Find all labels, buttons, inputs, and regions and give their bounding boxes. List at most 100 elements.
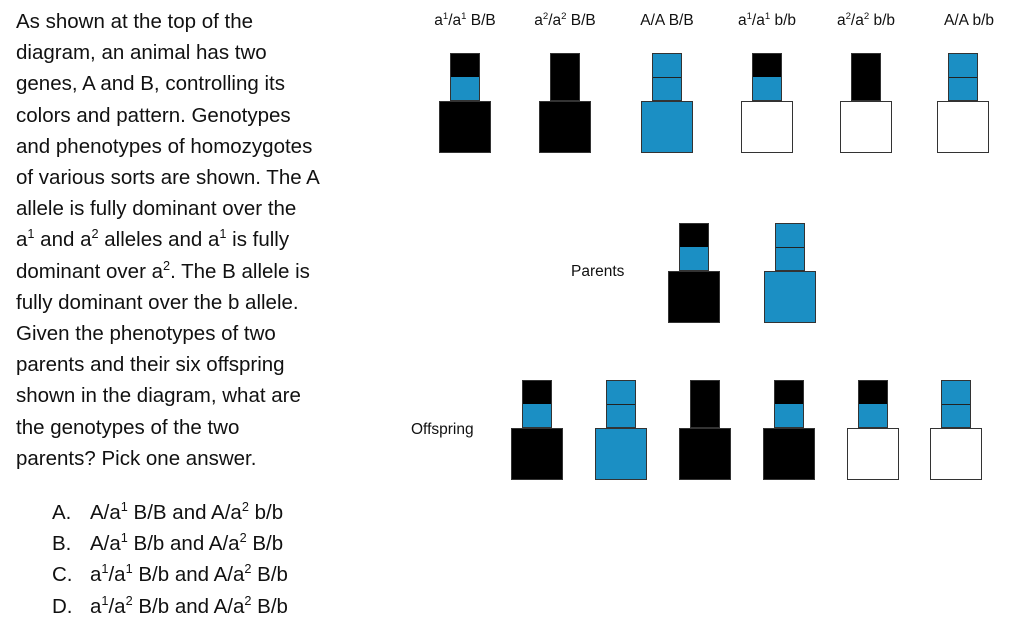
animal-body (668, 271, 720, 323)
offspring-animal (930, 380, 982, 482)
genotype-animal (840, 53, 892, 155)
question-line: parents? Pick one answer. (16, 446, 257, 470)
genotype-label: a2/a2 B/B (534, 10, 596, 29)
animal-body (763, 428, 815, 480)
animal-head (652, 53, 682, 101)
animal-head (522, 380, 552, 428)
head-bottom (451, 77, 479, 100)
head-bottom (775, 404, 803, 427)
head-top (852, 54, 880, 77)
animal-body (840, 101, 892, 153)
head-bottom (691, 404, 719, 427)
question-line: shown in the diagram, what are (16, 384, 301, 408)
head-bottom (653, 77, 681, 100)
answer-letter: C. (52, 563, 73, 587)
genotype-animal (741, 53, 793, 155)
offspring-animal (595, 380, 647, 482)
animal-body (937, 101, 989, 153)
genotype-label: A/A B/B (640, 12, 694, 29)
question-line: the genotypes of the two (16, 415, 240, 439)
animal-head (858, 380, 888, 428)
answer-option-b[interactable]: B. A/a1 B/b and A/a2 B/b (52, 528, 288, 559)
parent-animal (668, 223, 720, 325)
genotype-label: a2/a2 b/b (836, 10, 896, 29)
answer-option-c[interactable]: C. a1/a1 B/b and A/a2 B/b (52, 559, 288, 590)
question-line: of various sorts are shown. The A (16, 166, 320, 190)
animal-body (641, 101, 693, 153)
answer-letter: A. (52, 501, 72, 524)
question-line: fully dominant over the b allele. (16, 290, 299, 314)
head-top (949, 54, 977, 77)
offspring-animal (679, 380, 731, 482)
question-line: parents and their six offspring (16, 353, 285, 377)
head-top (680, 224, 708, 247)
question-line: As shown at the top of the (16, 10, 254, 33)
head-bottom (680, 247, 708, 270)
answer-text: a1/a1 B/b and A/a2 B/b (90, 561, 288, 587)
question-line: allele is fully dominant over the (16, 197, 297, 221)
question-line: genes, A and B, controlling its (16, 72, 285, 96)
genotype-animal (937, 53, 989, 155)
head-top (653, 54, 681, 77)
genotype-animal (439, 53, 491, 155)
answer-letter: D. (52, 594, 73, 618)
animal-head (679, 223, 709, 271)
head-bottom (523, 404, 551, 427)
question-line: Given the phenotypes of two (16, 322, 276, 346)
question-line: dominant over a2. The B allele is (16, 257, 310, 283)
genotype-animal (539, 53, 591, 155)
answer-text: a1/a2 B/b and A/a2 B/b (90, 592, 288, 618)
animal-body (764, 271, 816, 323)
question-line: diagram, an animal has two (16, 41, 267, 65)
animal-body (679, 428, 731, 480)
animal-head (752, 53, 782, 101)
animal-head (948, 53, 978, 101)
head-bottom (852, 77, 880, 100)
answer-list: A. A/a1 B/B and A/a2 b/b B. A/a1 B/b and… (52, 497, 288, 622)
genotype-label: a1/a1 b/b (737, 10, 797, 29)
animal-head (851, 53, 881, 101)
animal-body (847, 428, 899, 480)
answer-option-d[interactable]: D. a1/a2 B/b and A/a2 B/b (52, 591, 288, 622)
head-top (523, 381, 551, 404)
animal-body (595, 428, 647, 480)
animal-body (930, 428, 982, 480)
question-line: a1 and a2 alleles and a1 is fully (16, 226, 290, 252)
animal-head (775, 223, 805, 271)
genotype-animal (641, 53, 693, 155)
genotype-label: A/A b/b (944, 12, 994, 29)
offspring-animal (511, 380, 563, 482)
parent-animal (764, 223, 816, 325)
animal-body (741, 101, 793, 153)
head-top (607, 381, 635, 404)
offspring-animal (763, 380, 815, 482)
head-top (753, 54, 781, 77)
offspring-label: Offspring (411, 421, 474, 438)
answer-letter: B. (52, 532, 72, 556)
question-text: As shown at the top of the diagram, an a… (16, 6, 376, 474)
question-line: and phenotypes of homozygotes (16, 134, 313, 158)
animal-body (439, 101, 491, 153)
head-bottom (949, 77, 977, 100)
head-top (551, 54, 579, 77)
answer-text: A/a1 B/b and A/a2 B/b (90, 530, 284, 556)
head-bottom (607, 404, 635, 427)
head-top (776, 224, 804, 247)
animal-body (511, 428, 563, 480)
head-bottom (859, 404, 887, 427)
animal-body (539, 101, 591, 153)
genotype-label: a1/a1 B/B (434, 10, 496, 29)
head-top (942, 381, 970, 404)
animal-head (774, 380, 804, 428)
head-bottom (942, 404, 970, 427)
animal-head (450, 53, 480, 101)
answer-option-a[interactable]: A. A/a1 B/B and A/a2 b/b (52, 497, 288, 528)
head-top (859, 381, 887, 404)
question-line: colors and pattern. Genotypes (16, 103, 291, 127)
head-top (775, 381, 803, 404)
head-top (691, 381, 719, 404)
head-bottom (551, 77, 579, 100)
animal-head (606, 380, 636, 428)
animal-head (941, 380, 971, 428)
answer-text: A/a1 B/B and A/a2 b/b (90, 499, 284, 524)
